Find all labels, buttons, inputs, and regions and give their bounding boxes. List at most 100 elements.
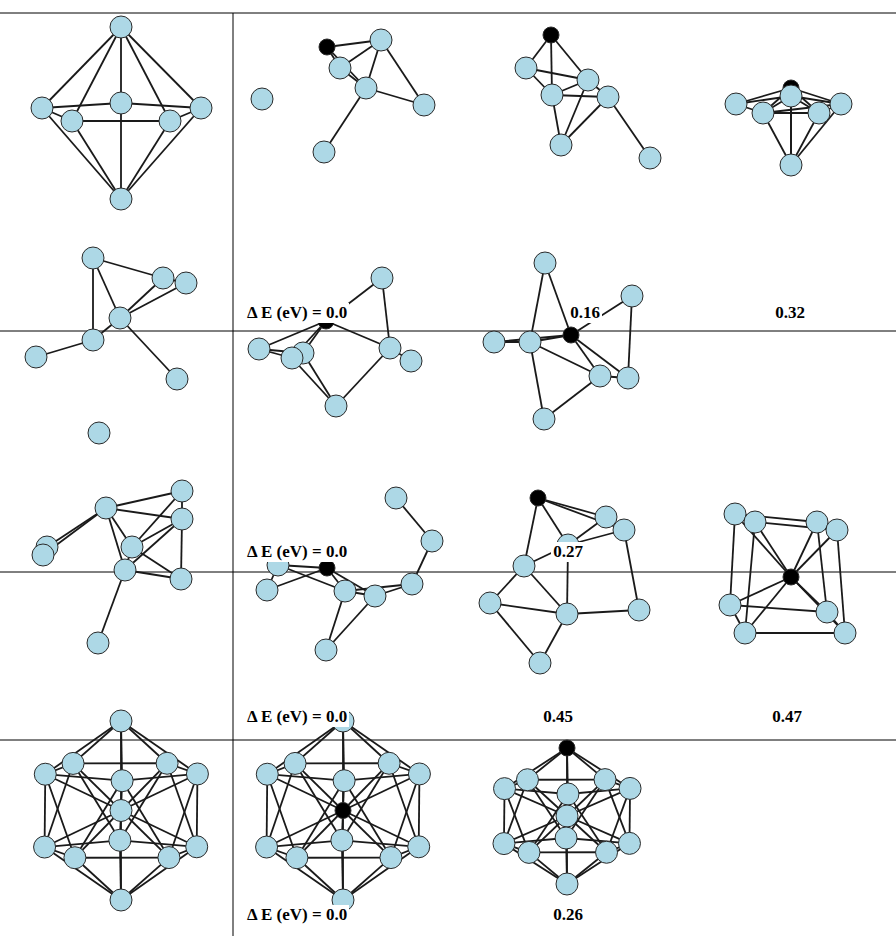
host-atom	[170, 568, 192, 590]
host-atom	[408, 763, 430, 785]
dopant-atom	[563, 327, 579, 343]
host-atom	[378, 752, 400, 774]
dopant-atom	[530, 490, 546, 506]
host-atom	[186, 763, 208, 785]
host-atom	[256, 763, 278, 785]
bond-line	[295, 762, 389, 764]
energy-label: Δ E (eV) = 0.0	[245, 542, 349, 562]
bond-line	[791, 577, 845, 633]
host-atom	[617, 367, 639, 389]
energy-label: Δ E (eV) = 0.0	[245, 707, 349, 727]
host-atom	[110, 188, 132, 210]
dopant-atom	[319, 560, 335, 576]
host-atom	[619, 777, 641, 799]
host-atom	[371, 267, 393, 289]
atomic-cluster	[251, 29, 435, 163]
bond-line	[267, 721, 343, 774]
bond-line	[745, 632, 845, 634]
host-atom	[408, 836, 430, 858]
table-rule	[0, 331, 896, 332]
host-atom	[110, 16, 132, 38]
host-atom	[248, 338, 270, 360]
host-atom	[479, 592, 501, 614]
bond-line	[98, 570, 125, 643]
energy-label: 0.26	[551, 905, 585, 925]
host-atom	[725, 93, 747, 115]
host-atom	[596, 841, 618, 863]
host-atom	[109, 829, 131, 851]
host-atom	[628, 599, 650, 621]
dopant-atom	[543, 27, 559, 43]
host-atom	[597, 86, 619, 108]
host-atom	[639, 147, 661, 169]
atomic-cluster	[479, 490, 650, 674]
host-atom	[816, 601, 838, 623]
bond-line	[628, 296, 632, 378]
bond-line	[72, 121, 121, 199]
host-atom	[577, 69, 599, 91]
host-atom	[156, 752, 178, 774]
host-atom	[121, 536, 143, 558]
host-atom	[95, 497, 117, 519]
host-atom	[281, 347, 303, 369]
host-atom	[325, 395, 347, 417]
host-atom	[370, 29, 392, 51]
host-atom	[513, 555, 535, 577]
bond-line	[72, 120, 170, 122]
host-atom	[159, 110, 181, 132]
host-atom	[541, 84, 563, 106]
host-atom	[34, 836, 56, 858]
dopant-atom	[783, 569, 799, 585]
host-atom	[744, 511, 766, 533]
host-atom	[62, 752, 84, 774]
host-atom	[518, 841, 540, 863]
bond-line	[817, 522, 827, 612]
host-atom	[780, 85, 802, 107]
host-atom	[826, 519, 848, 541]
host-atom	[421, 530, 443, 552]
bond-line	[120, 103, 122, 199]
atomic-cluster	[34, 710, 209, 911]
bond-line	[42, 103, 121, 108]
host-atom	[724, 503, 746, 525]
host-atom	[364, 585, 386, 607]
host-atom	[190, 97, 212, 119]
host-atom	[109, 307, 131, 329]
energy-label: 0.16	[568, 303, 602, 323]
host-atom	[284, 752, 306, 774]
host-atom	[557, 783, 579, 805]
host-atom	[550, 134, 572, 156]
host-atom	[110, 889, 132, 911]
host-atom	[589, 365, 611, 387]
host-atom	[111, 770, 133, 792]
host-atom	[752, 102, 774, 124]
bond-line	[73, 762, 167, 764]
bond-line	[267, 847, 343, 900]
energy-label: 0.27	[551, 542, 585, 562]
host-atom	[400, 350, 422, 372]
dopant-atom	[319, 39, 335, 55]
bond-line	[343, 721, 419, 774]
host-atom	[256, 579, 278, 601]
bond-line	[381, 40, 424, 105]
host-atom	[171, 508, 193, 530]
host-atom	[556, 873, 578, 895]
host-atom	[32, 544, 54, 566]
bond-line	[538, 498, 624, 530]
host-atom	[595, 506, 617, 528]
host-atom	[516, 769, 538, 791]
host-atom	[734, 622, 756, 644]
bond-line	[336, 348, 390, 406]
host-atom	[315, 639, 337, 661]
bond-line	[121, 121, 170, 199]
host-atom	[556, 805, 578, 827]
bond-line	[120, 721, 122, 811]
bond-line	[106, 491, 182, 508]
atomic-cluster	[483, 252, 643, 430]
bond-line	[837, 530, 845, 633]
energy-label: Δ E (eV) = 0.0	[245, 905, 349, 925]
bond-line	[730, 605, 827, 612]
atomic-cluster	[248, 267, 422, 417]
bond-line	[343, 847, 419, 900]
